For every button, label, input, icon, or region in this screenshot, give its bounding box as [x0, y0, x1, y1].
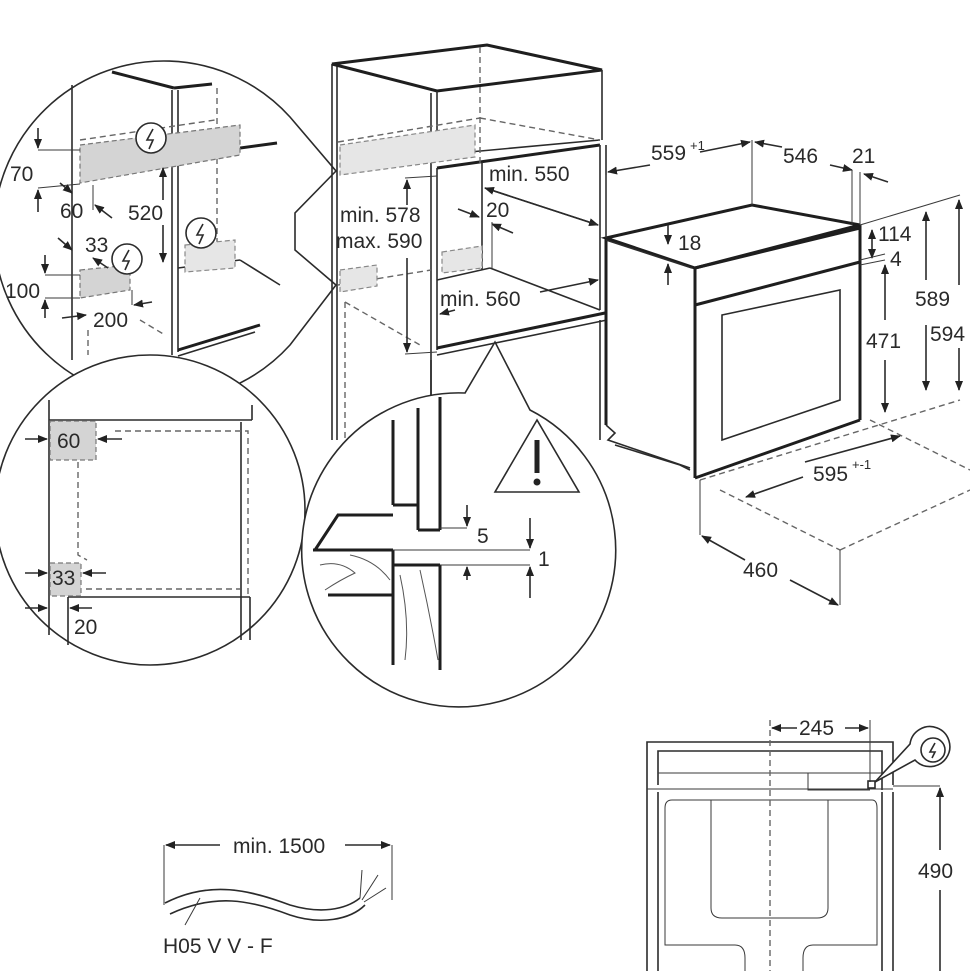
- dim-595-tolerance: +-1: [852, 457, 871, 472]
- dim-595: 595: [813, 463, 848, 486]
- lightning-icon: [111, 243, 143, 275]
- lightning-icon: [185, 217, 217, 249]
- dim-594: 594: [930, 323, 965, 346]
- dim-max-590: max. 590: [336, 230, 422, 253]
- lightning-callout-icon: [874, 725, 951, 783]
- dim-side-33: 33: [52, 567, 75, 590]
- dim-559: 559: [651, 142, 686, 165]
- dim-4: 4: [890, 248, 902, 271]
- dim-559-tolerance: +1: [690, 138, 705, 153]
- lightning-icon: [135, 122, 167, 154]
- detail-side-clearance: 60 33 20: [0, 354, 306, 666]
- dim-min-560: min. 560: [440, 288, 521, 311]
- dim-floor-5: 5: [477, 525, 489, 548]
- dim-floor-1: 1: [538, 548, 550, 571]
- dim-200: 200: [93, 309, 128, 332]
- oven-front-view: 245 490: [646, 717, 953, 971]
- dim-70: 70: [10, 163, 33, 186]
- dim-side-60: 60: [57, 430, 80, 453]
- cable-type-label: H05 V V - F: [163, 935, 273, 958]
- dim-60: 60: [60, 200, 83, 223]
- dim-min-578: min. 578: [340, 204, 421, 227]
- dim-471: 471: [866, 330, 901, 353]
- dim-245: 245: [799, 717, 834, 740]
- dim-490: 490: [918, 860, 953, 883]
- detail-electric-clearance: 70 60 520 33 100 200: [0, 60, 338, 402]
- cabinet-niche: min. 578 max. 590 min. 550 20 min. 560: [331, 43, 608, 440]
- dim-21: 21: [852, 145, 875, 168]
- dim-114: 114: [878, 223, 912, 246]
- warning-icon: [493, 418, 581, 493]
- oven-3d: 559 +1 546 21 18 114 4 589 471 594 595 +…: [600, 138, 970, 606]
- cable-length-label: min. 1500: [233, 835, 325, 858]
- dim-18: 18: [678, 232, 701, 255]
- detail-floor-gap: 5 1: [300, 340, 617, 708]
- dim-33: 33: [85, 234, 108, 257]
- dim-589: 589: [915, 288, 950, 311]
- power-cable: min. 1500 H05 V V - F: [163, 835, 393, 958]
- dim-20: 20: [486, 199, 509, 222]
- dim-min-550: min. 550: [489, 163, 570, 186]
- dim-460: 460: [743, 559, 778, 582]
- dim-520: 520: [128, 202, 163, 225]
- dim-side-20: 20: [74, 616, 97, 639]
- dim-546: 546: [783, 145, 818, 168]
- dim-100: 100: [5, 280, 40, 303]
